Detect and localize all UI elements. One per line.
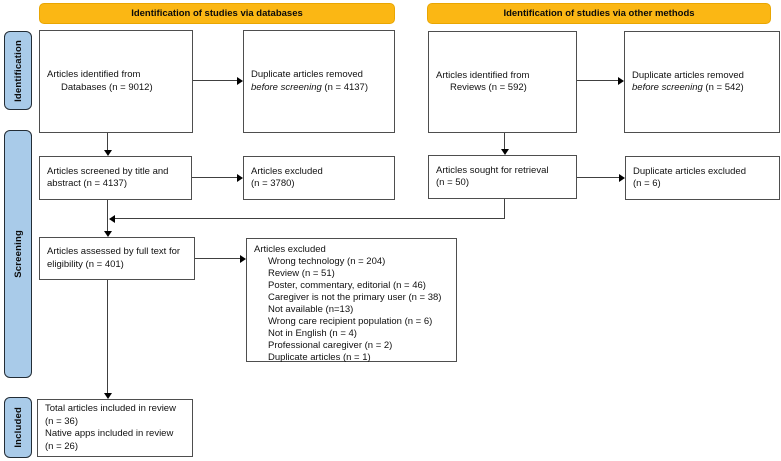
stage-label-included: Included [4, 397, 32, 458]
connector-fulltext-to-excluded [195, 258, 241, 260]
box-included-line2: (n = 36) [45, 415, 79, 427]
arrowhead-down-icon [103, 150, 112, 156]
box-duplicates-removed-reviews: Duplicate articles removed before screen… [624, 31, 780, 133]
box-screened-line2: abstract (n = 4137) [47, 178, 128, 189]
box-included-line3: Native apps included in review [45, 428, 174, 439]
box-full-text-assessed: Articles assessed by full text for eligi… [39, 237, 195, 280]
connector-identified-to-retrieval [504, 133, 506, 150]
box-duplicates-removed-databases-line2: before screening (n = 4137) [251, 82, 387, 95]
arrowhead-left-icon [109, 214, 115, 223]
exclusion-reason: Professional caregiver (n = 2) [268, 340, 393, 351]
connector-identified-to-dup-databases [193, 80, 238, 82]
arrowhead-right-icon [240, 254, 246, 263]
box-included-line1: Total articles included in review [45, 403, 176, 414]
box-identified-reviews-line2: Reviews (n = 592) [450, 82, 527, 93]
box-duplicates-removed-databases-line1: Duplicate articles removed [251, 69, 363, 80]
before-screening-count: (n = 542) [702, 82, 744, 93]
connector-identified-to-dup-reviews [577, 80, 619, 82]
exclusion-reason: Not available (n=13) [268, 304, 354, 315]
stage-label-identification: Identification [4, 31, 32, 110]
connector-screened-to-fulltext [107, 200, 109, 232]
arrowhead-down-icon [500, 149, 509, 155]
box-identified-reviews-line1: Articles identified from [436, 69, 530, 81]
before-screening-italic: before screening [632, 82, 703, 93]
box-duplicates-removed-databases: Duplicate articles removed before screen… [243, 30, 395, 133]
exclusion-reason: Review (n = 51) [268, 268, 335, 279]
box-full-text-excluded: Articles excluded Wrong technology (n = … [246, 238, 457, 363]
box-duplicates-removed-reviews-line1: Duplicate articles removed [632, 69, 744, 81]
connector-identified-to-screened [107, 133, 109, 151]
connector-screened-to-excluded [192, 177, 238, 179]
stage-label-included-text: Included [12, 407, 24, 448]
box-duplicate-articles-excluded: Duplicate articles excluded (n = 6) [625, 156, 780, 200]
before-screening-count: (n = 4137) [321, 81, 368, 93]
box-identified-databases-line1: Articles identified from [47, 69, 141, 80]
box-excluded-screening-line1: Articles excluded [251, 165, 323, 177]
box-excluded-screening-line2: (n = 3780) [251, 178, 295, 189]
box-identified-databases: Articles identified from Databases (n = … [39, 30, 193, 133]
header-banner-databases-label: Identification of studies via databases [131, 8, 303, 19]
box-screened-line1: Articles screened by title and [47, 165, 169, 177]
box-sought-retrieval: Articles sought for retrieval (n = 50) [428, 155, 577, 199]
stage-label-screening-text: Screening [12, 230, 24, 278]
box-screened-title-abstract: Articles screened by title and abstract … [39, 156, 192, 200]
box-duplicates-removed-reviews-line2: before screening (n = 542) [632, 82, 772, 95]
arrowhead-right-icon [237, 76, 243, 85]
connector-retrieval-merge-vertical [504, 199, 506, 219]
header-banner-databases: Identification of studies via databases [39, 3, 395, 24]
arrowhead-down-icon [103, 231, 112, 237]
exclusion-reason: Not in English (n = 4) [268, 328, 357, 339]
box-duplicate-articles-excluded-line1: Duplicate articles excluded [633, 165, 747, 177]
box-sought-retrieval-line1: Articles sought for retrieval [436, 164, 549, 176]
exclusion-reason: Wrong care recipient population (n = 6) [268, 316, 433, 327]
box-included-line4: (n = 26) [45, 440, 79, 452]
exclusion-reason: Poster, commentary, editorial (n = 46) [268, 280, 426, 291]
box-excluded-screening: Articles excluded (n = 3780) [243, 156, 395, 200]
arrowhead-right-icon [618, 76, 624, 85]
connector-retrieval-to-dup-excluded [577, 177, 620, 179]
box-identified-reviews: Articles identified from Reviews (n = 59… [428, 31, 577, 133]
box-duplicate-articles-excluded-line2: (n = 6) [633, 178, 661, 189]
before-screening-italic: before screening [251, 81, 322, 93]
stage-label-screening: Screening [4, 130, 32, 378]
stage-label-identification-text: Identification [12, 39, 24, 102]
header-banner-other-methods: Identification of studies via other meth… [427, 3, 771, 24]
box-identified-databases-line2: Databases (n = 9012) [61, 81, 153, 93]
header-banner-other-methods-label: Identification of studies via other meth… [503, 8, 695, 19]
box-included-review: Total articles included in review (n = 3… [37, 399, 193, 457]
exclusion-reason: Wrong technology (n = 204) [268, 256, 386, 267]
exclusion-reason: Caregiver is not the primary user (n = 3… [268, 292, 442, 303]
arrowhead-right-icon [237, 173, 243, 182]
box-sought-retrieval-line2: (n = 50) [436, 177, 470, 188]
box-full-text-assessed-line2: eligibility (n = 401) [47, 258, 124, 270]
connector-retrieval-merge-horizontal [115, 218, 505, 220]
connector-fulltext-to-included [107, 280, 109, 394]
box-full-text-assessed-line1: Articles assessed by full text for [47, 246, 181, 257]
arrowhead-right-icon [619, 173, 625, 182]
exclusion-reason: Duplicate articles (n = 1) [268, 352, 371, 363]
box-full-text-excluded-title: Articles excluded [254, 244, 326, 255]
arrowhead-down-icon [103, 393, 112, 399]
